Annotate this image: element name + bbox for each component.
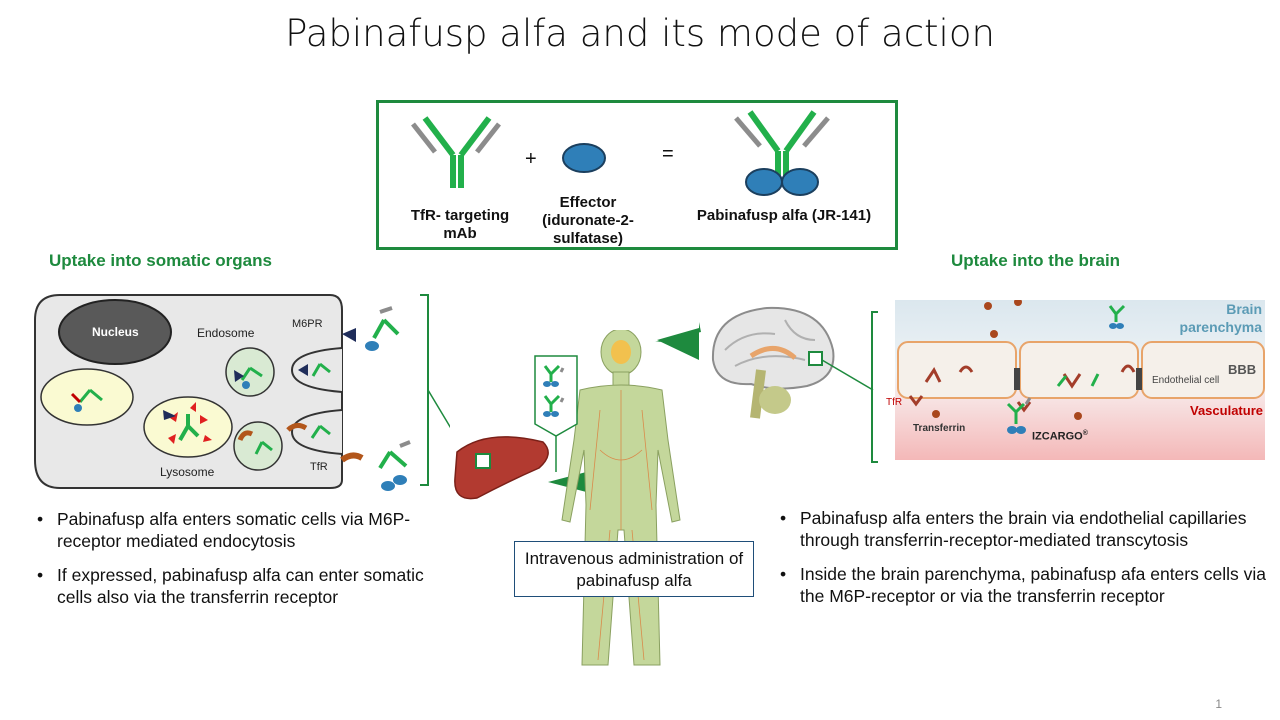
m6pr-label: M6PR	[292, 318, 323, 330]
antibody-panel	[534, 355, 578, 472]
brain-heading: Uptake into the brain	[951, 251, 1121, 270]
legend-box	[376, 100, 898, 250]
tfr-label-somatic: TfR	[310, 461, 328, 473]
somatic-bullet: Pabinafusp alfa enters somatic cells via…	[35, 508, 455, 552]
iv-administration-box: Intravenous administration of pabinafusp…	[514, 541, 754, 597]
transferrin-label: Transferrin	[913, 423, 966, 434]
somatic-cell-diagram	[34, 294, 450, 491]
antibody-icon	[411, 116, 501, 188]
registered-mark: ®	[1082, 430, 1088, 437]
brain-figure	[655, 306, 874, 419]
brain-bullet: Pabinafusp alfa enters the brain via end…	[778, 507, 1268, 551]
lysosome-label: Lysosome	[160, 465, 215, 479]
brain-bullet: Inside the brain parenchyma, pabinafusp …	[778, 563, 1268, 607]
antibody-label: TfR- targeting mAb	[410, 207, 510, 242]
vasculature-label: Vasculature	[1190, 403, 1263, 418]
liver-icon	[454, 436, 549, 500]
somatic-heading: Uptake into somatic organs	[49, 251, 272, 270]
endosome-label: Endosome	[197, 326, 255, 340]
page-title: Pabinafusp alfa and its mode of action	[285, 12, 995, 55]
somatic-bullets: Pabinafusp alfa enters somatic cells via…	[35, 508, 455, 620]
izcargo-label: IZCARGO®	[1032, 430, 1088, 443]
brain-bullets: Pabinafusp alfa enters the brain via end…	[778, 507, 1268, 619]
bbb-panel	[871, 300, 1265, 463]
brain-parenchyma-label: parenchyma	[1179, 319, 1262, 335]
bbb-label: BBB	[1228, 362, 1257, 377]
nucleus-label: Nucleus	[92, 325, 139, 339]
plus-sign: +	[525, 148, 537, 170]
effector-label: Effector (iduronate-2-sulfatase)	[542, 194, 634, 247]
tfr-label-brain: TfR	[886, 397, 903, 408]
endothelial-cell-label: Endothelial cell	[1152, 375, 1220, 386]
somatic-bullet: If expressed, pabinafusp alfa can enter …	[35, 564, 455, 608]
fusion-protein-label: Pabinafusp alfa (JR-141)	[696, 207, 872, 224]
page-number: 1	[1215, 697, 1222, 711]
brain-parenchyma-label-1: Brain	[1226, 301, 1262, 317]
equals-sign: =	[662, 143, 674, 165]
effector-icon	[562, 143, 606, 173]
fusion-protein-icon	[734, 110, 830, 196]
